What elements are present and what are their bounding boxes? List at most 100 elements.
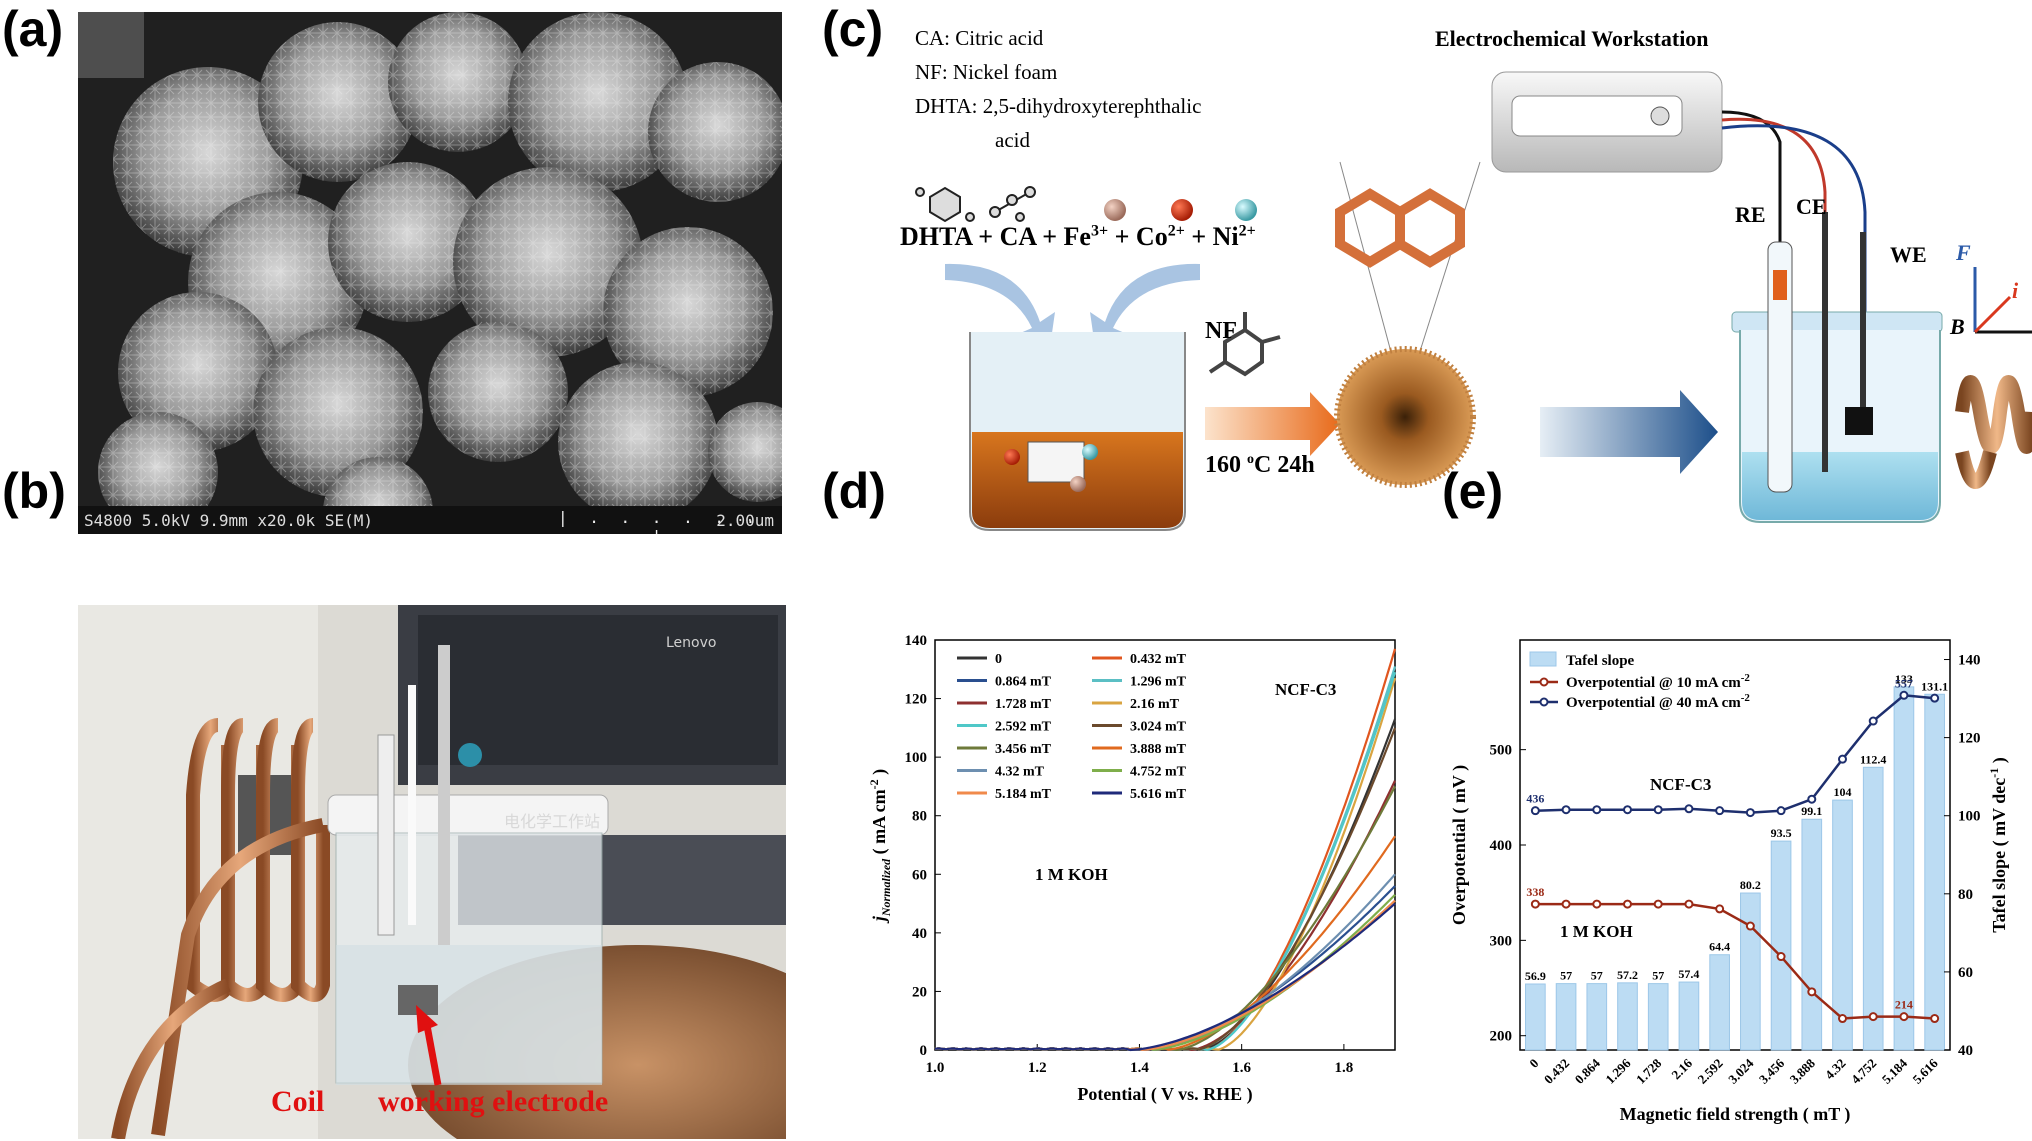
- working-electrode-label: working electrode: [378, 1085, 609, 1118]
- legend-label: 3.888 mT: [1130, 742, 1187, 757]
- sem-flower-texture: [603, 227, 773, 397]
- synthesis-beaker: [969, 332, 1186, 531]
- y-right-tick-label: 80: [1958, 887, 1973, 903]
- x-tick-label: 2.592: [1694, 1056, 1725, 1087]
- annotation-koh: 1 M KOH: [1035, 865, 1108, 884]
- x-tick-label: 1.728: [1633, 1055, 1665, 1087]
- overpotential-point: [1684, 899, 1694, 909]
- x-tick-label: 1.8: [1335, 1060, 1354, 1076]
- legend-label: 4.752 mT: [1130, 765, 1187, 780]
- x-tick-label: 3.456: [1756, 1055, 1788, 1087]
- overpotential-point: [1745, 808, 1755, 818]
- co-ion-icon: [1171, 199, 1193, 221]
- workstation-wires: [1721, 110, 1867, 412]
- overpotential-point: [1838, 1014, 1847, 1024]
- vector-f-label: F: [1956, 240, 1971, 265]
- overpotential-point: [1930, 693, 1940, 703]
- overpotential-point: [1838, 754, 1847, 764]
- condition-degree: o: [1247, 452, 1254, 467]
- y-tick-label: 0: [920, 1043, 928, 1059]
- sem-scale-ticks: | . . . . . . . . . |: [558, 508, 762, 534]
- legend-label: 1.728 mT: [995, 697, 1052, 712]
- co-charge: 2+: [1167, 222, 1185, 240]
- vector-axes: [1973, 267, 2032, 334]
- screen-text: 电化学工作站: [504, 812, 601, 831]
- overpotential-point: [1868, 716, 1878, 726]
- y-tick-label: 200: [1490, 1029, 1513, 1045]
- y-tick-label: 120: [905, 692, 928, 708]
- tafel-bar-label: 93.5: [1771, 826, 1792, 840]
- x-tick-label: 3.024: [1725, 1055, 1757, 1087]
- legend-ca: CA: Citric acid: [915, 26, 1044, 50]
- x-axis-label: Potential ( V vs. RHE ): [1077, 1084, 1252, 1105]
- legend-label: 0.432 mT: [1130, 652, 1187, 667]
- setup-photo-drawing: [78, 605, 786, 1139]
- legend-label: 0.864 mT: [995, 675, 1052, 690]
- series-line: [934, 902, 1396, 1052]
- overpotential-point: [1623, 899, 1632, 909]
- urchin-microsphere: [1334, 161, 1481, 488]
- vector-b-label: B: [1950, 314, 1965, 339]
- reactant-ca: CA: [999, 222, 1036, 251]
- sem-flower-texture: [648, 62, 782, 202]
- y-tick-label: 60: [912, 867, 927, 883]
- point-label: 214: [1895, 998, 1913, 1012]
- legend-label: 3.024 mT: [1130, 720, 1187, 735]
- overpotential-point: [1561, 805, 1571, 815]
- x-tick-label: 3.888: [1787, 1055, 1819, 1087]
- y-right-tick-label: 120: [1958, 731, 1981, 747]
- annotation-koh: 1 M KOH: [1560, 922, 1633, 941]
- overpotential-point: [1592, 899, 1602, 909]
- plus-sign: +: [1184, 222, 1213, 251]
- legend-label: 3.456 mT: [995, 742, 1052, 757]
- re-label: RE: [1735, 202, 1766, 227]
- overpotential-point: [1776, 952, 1786, 962]
- overpotential-point: [1745, 921, 1755, 931]
- we-label: WE: [1890, 242, 1927, 267]
- legend-dhta: DHTA: 2,5-dihydroxyterephthalic: [915, 94, 1202, 118]
- tafel-bar: [1617, 982, 1638, 1051]
- point-label: 557: [1895, 676, 1913, 690]
- sem-flower-texture: [253, 327, 423, 497]
- x-tick-label: 0: [1526, 1056, 1541, 1071]
- x-tick-label: 2.16: [1668, 1055, 1695, 1082]
- y-tick-label: 500: [1490, 743, 1513, 759]
- y-tick-label: 140: [905, 633, 928, 649]
- panel-c-label: (c): [822, 1, 884, 57]
- y-tick-label: 20: [912, 984, 927, 1000]
- overpotential-point: [1592, 805, 1602, 815]
- overpotential-point: [1623, 805, 1632, 815]
- y-axis-label: jNormalized ( mA cm-2 ): [867, 769, 893, 924]
- condition-label: 160 oC 24h: [1205, 452, 1315, 479]
- overpotential-point: [1807, 987, 1817, 997]
- sem-flower-texture: [708, 402, 782, 502]
- x-axis-label: Magnetic field strength ( mT ): [1620, 1104, 1851, 1125]
- overpotential-point: [1715, 904, 1725, 914]
- annotation-ncf: NCF-C3: [1275, 680, 1336, 699]
- tafel-bar-label: 57: [1652, 969, 1664, 983]
- electrochem-arrow: [1540, 390, 1718, 474]
- tafel-bar-label: 57: [1560, 969, 1572, 983]
- plus-sign: +: [1108, 222, 1136, 251]
- overpotential-point: [1684, 804, 1694, 814]
- overpotential-point: [1530, 806, 1540, 816]
- ce-label: CE: [1796, 194, 1827, 219]
- nf-label: NF: [1205, 318, 1237, 344]
- tafel-bar: [1862, 766, 1884, 1051]
- annotation-ncf: NCF-C3: [1650, 775, 1711, 794]
- sem-info-text: S4800 5.0kV 9.9mm x20.0k SE(M): [84, 511, 373, 530]
- sem-flower-texture: [328, 162, 488, 322]
- legend-label: 5.616 mT: [1130, 787, 1187, 802]
- x-tick-label: 1.2: [1028, 1060, 1047, 1076]
- tafel-bar: [1525, 983, 1546, 1051]
- tafel-bar-label: 64.4: [1709, 940, 1730, 954]
- electrochemical-workstation: [1491, 71, 1723, 173]
- ca-molecule-icon: [989, 186, 1036, 222]
- y-right-tick-label: 100: [1958, 809, 1981, 825]
- nickel-foam-icon: [1208, 312, 1281, 377]
- y-tick-label: 40: [912, 926, 927, 942]
- tafel-bar: [1832, 799, 1853, 1051]
- point-label: 436: [1526, 792, 1544, 806]
- tafel-bar-label: 133: [1895, 672, 1913, 686]
